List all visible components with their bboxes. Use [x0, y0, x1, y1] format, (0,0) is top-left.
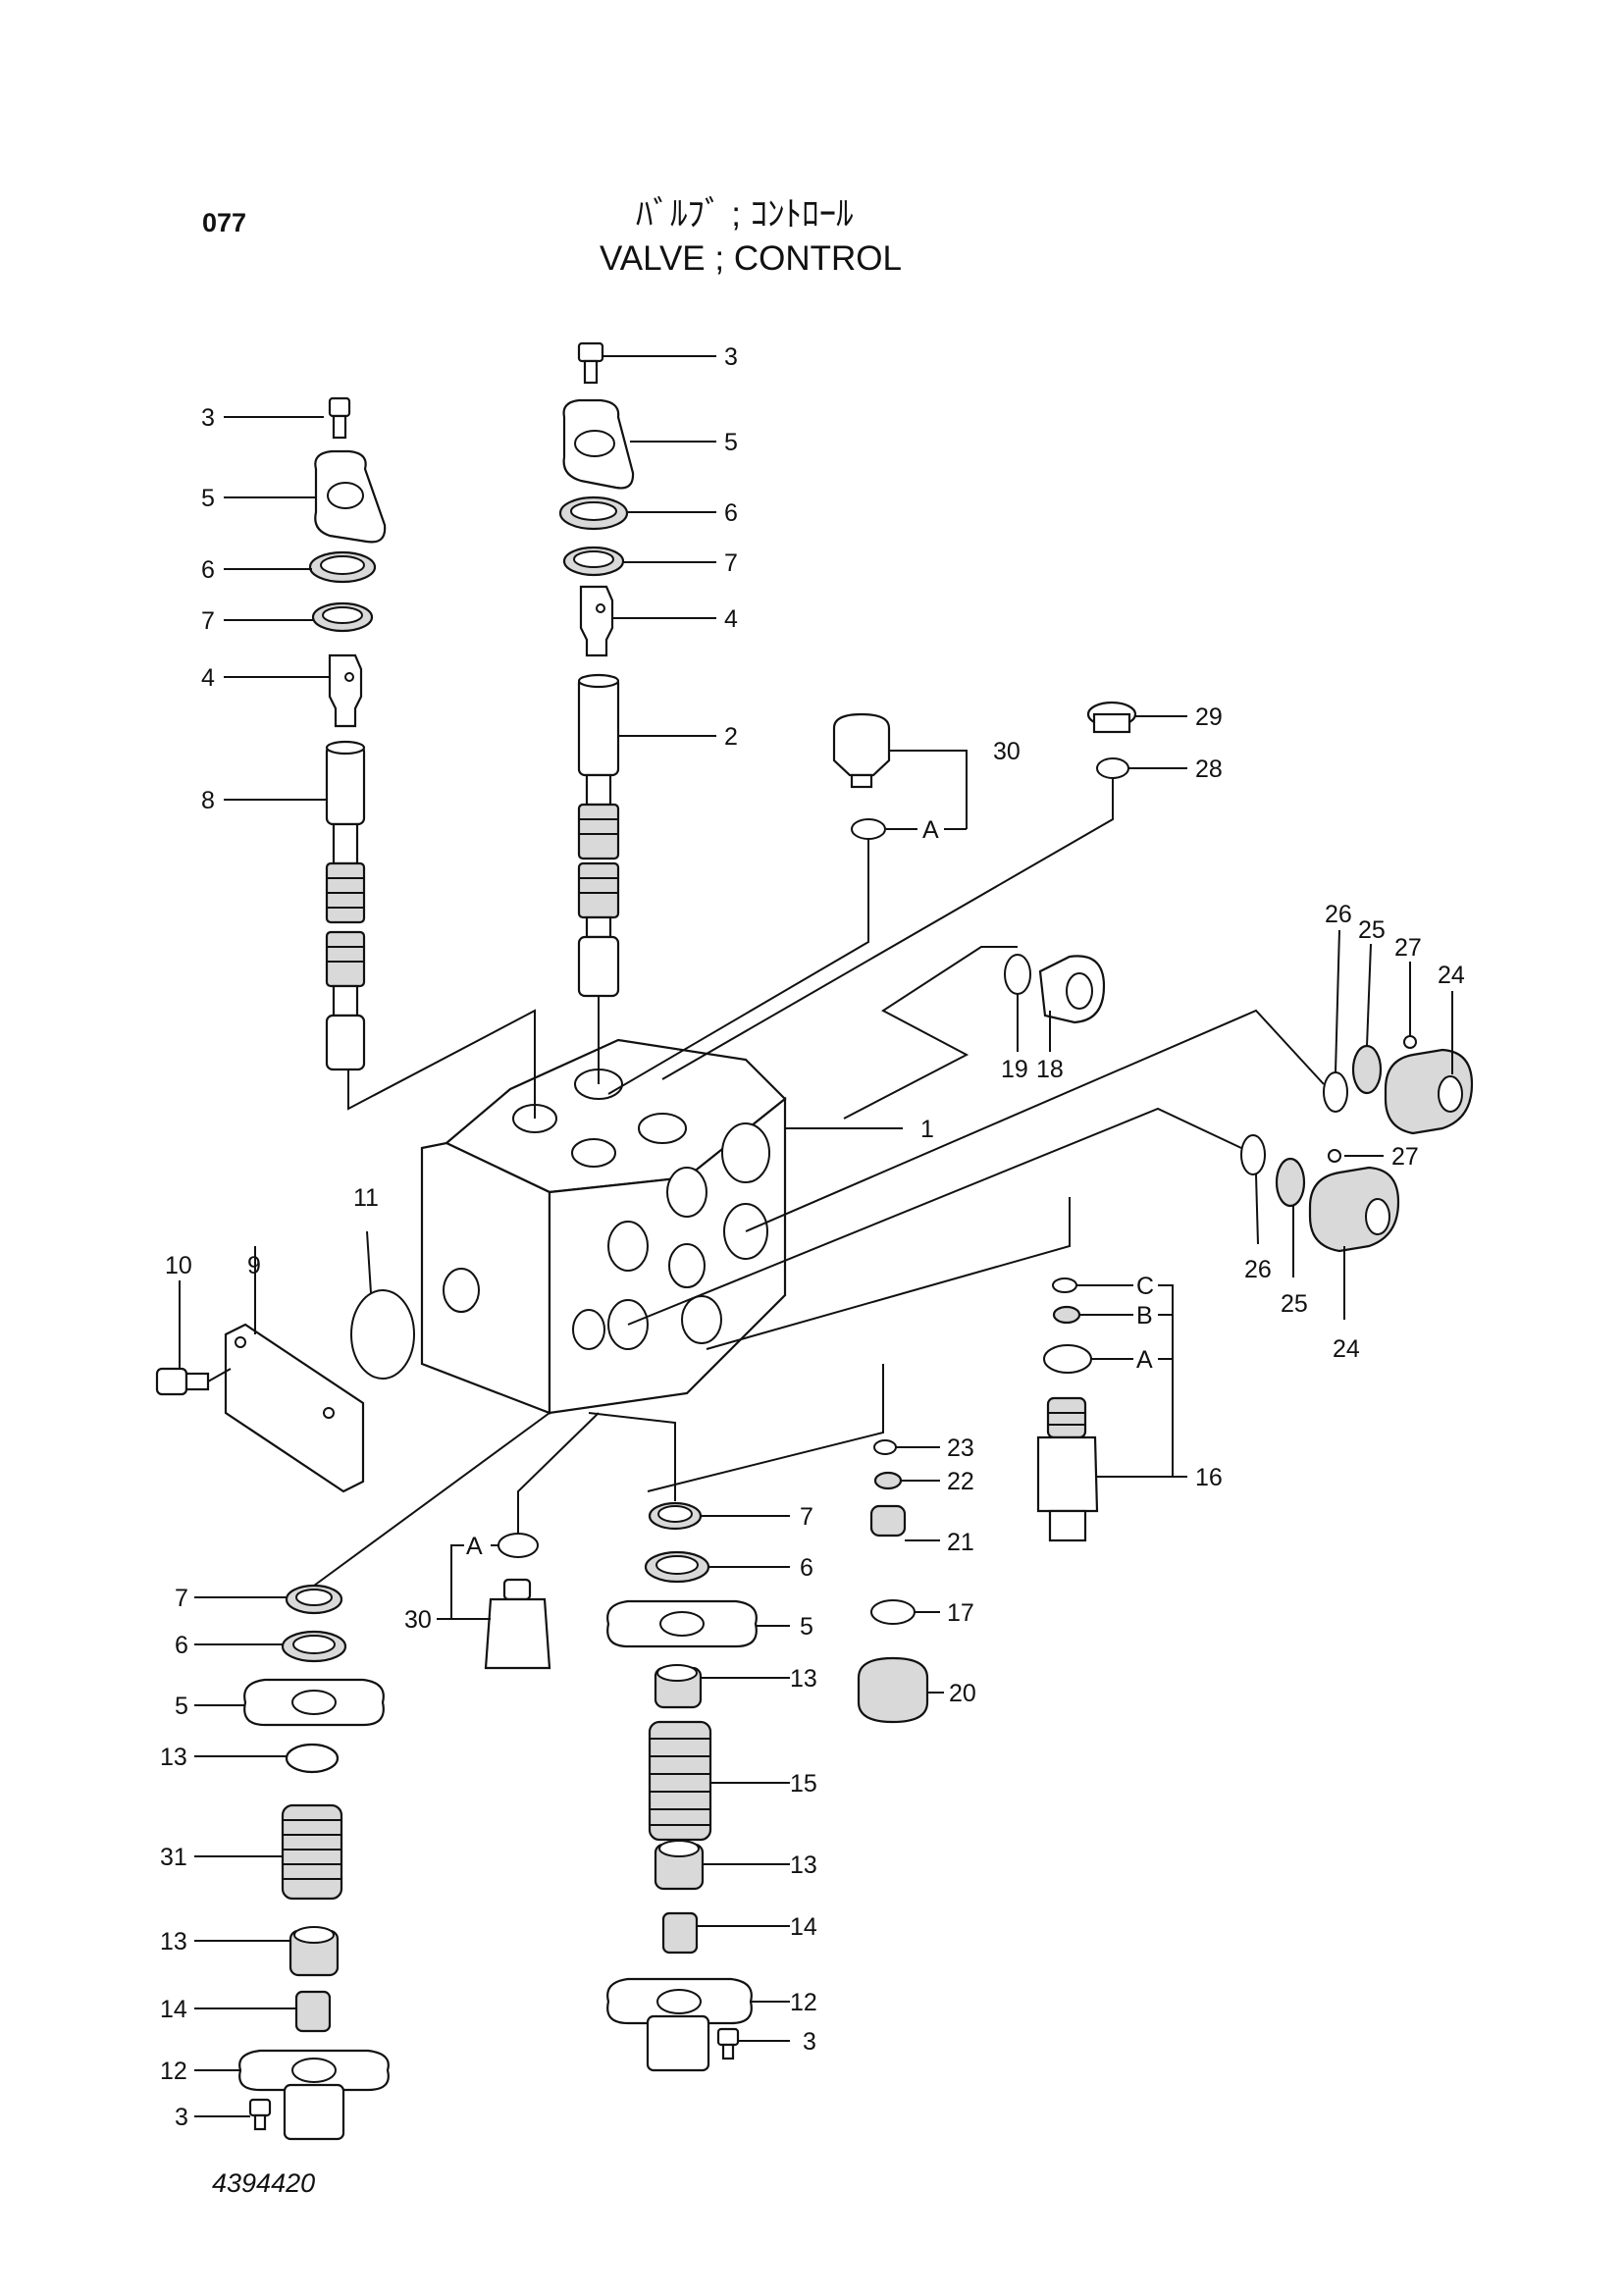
callout-27: 27 — [1394, 934, 1422, 962]
callout-24: 24 — [1333, 1335, 1360, 1363]
callout-7: 7 — [724, 549, 738, 577]
callout-6: 6 — [175, 1632, 188, 1659]
document-code: 4394420 — [212, 2168, 316, 2198]
center-lower-spool-stack — [484, 1501, 758, 2072]
callout-11: 11 — [353, 1184, 379, 1212]
callout-21: 21 — [947, 1529, 974, 1556]
callout-25: 25 — [1281, 1290, 1308, 1318]
callout-b: B — [1136, 1302, 1153, 1329]
callout-10: 10 — [165, 1252, 192, 1279]
leader-lines — [179, 355, 1453, 2117]
callout-26: 26 — [1325, 901, 1352, 928]
valve-body — [420, 1038, 787, 1415]
callout-1: 1 — [920, 1116, 934, 1143]
callout-3: 3 — [724, 343, 738, 371]
callout-c: C — [1136, 1273, 1154, 1300]
callout-3: 3 — [175, 2104, 188, 2131]
callout-7: 7 — [800, 1503, 813, 1531]
callout-13: 13 — [160, 1928, 187, 1955]
callout-a: A — [922, 816, 939, 844]
callout-12: 12 — [790, 1989, 817, 2016]
callout-9: 9 — [247, 1252, 261, 1279]
center-upper-spool-stack — [558, 341, 635, 1060]
callout-13: 13 — [790, 1665, 817, 1693]
callout-25: 25 — [1358, 916, 1386, 944]
callout-4: 4 — [724, 605, 738, 633]
callout-5: 5 — [201, 485, 215, 512]
callout-5: 5 — [175, 1693, 188, 1720]
callout-5: 5 — [800, 1613, 813, 1641]
title-japanese: ﾊﾞﾙﾌﾞ ; ｺﾝﾄﾛｰﾙ — [636, 195, 854, 234]
callout-29: 29 — [1195, 704, 1223, 731]
callout-18: 18 — [1036, 1056, 1064, 1083]
page-number: 077 — [202, 208, 247, 237]
callout-7: 7 — [201, 607, 215, 635]
callout-6: 6 — [724, 499, 738, 527]
left-lower-spool-stack — [238, 1584, 390, 2141]
right-upper-parts — [832, 701, 1474, 1253]
callout-24: 24 — [1438, 962, 1465, 989]
callout-31: 31 — [160, 1844, 187, 1871]
callout-16: 16 — [1195, 1464, 1223, 1491]
callout-8: 8 — [201, 787, 215, 814]
callout-30: 30 — [993, 738, 1021, 765]
callout-13: 13 — [160, 1744, 187, 1771]
callout-3: 3 — [201, 404, 215, 432]
callout-4: 4 — [201, 664, 215, 692]
title-english: VALVE ; CONTROL — [600, 239, 902, 278]
callout-28: 28 — [1195, 756, 1223, 783]
callout-30: 30 — [404, 1606, 432, 1634]
callout-14: 14 — [160, 1996, 187, 2023]
callout-3: 3 — [803, 2028, 816, 2056]
callout-17: 17 — [947, 1599, 974, 1627]
callout-7: 7 — [175, 1585, 188, 1612]
callout-13: 13 — [790, 1851, 817, 1879]
callout-23: 23 — [947, 1434, 974, 1462]
callout-a: A — [1136, 1346, 1153, 1374]
left-upper-spool-stack — [308, 396, 387, 1109]
callout-26: 26 — [1244, 1256, 1272, 1283]
left-side-parts — [155, 1289, 415, 1493]
callout-2: 2 — [724, 723, 738, 751]
callout-19: 19 — [1001, 1056, 1028, 1083]
callout-14: 14 — [790, 1913, 817, 1941]
callout-6: 6 — [201, 556, 215, 584]
callout-27: 27 — [1391, 1143, 1419, 1171]
callout-labels: 3 5 6 7 4 8 3 5 6 7 4 2 30 A 29 28 26 25… — [160, 343, 1465, 2131]
relief-and-plugs — [857, 1277, 1099, 1724]
callout-6: 6 — [800, 1554, 813, 1582]
callout-a: A — [466, 1533, 483, 1560]
callout-15: 15 — [790, 1770, 817, 1798]
callout-20: 20 — [949, 1680, 976, 1707]
callout-5: 5 — [724, 429, 738, 456]
callout-22: 22 — [947, 1468, 974, 1495]
callout-12: 12 — [160, 2058, 187, 2085]
